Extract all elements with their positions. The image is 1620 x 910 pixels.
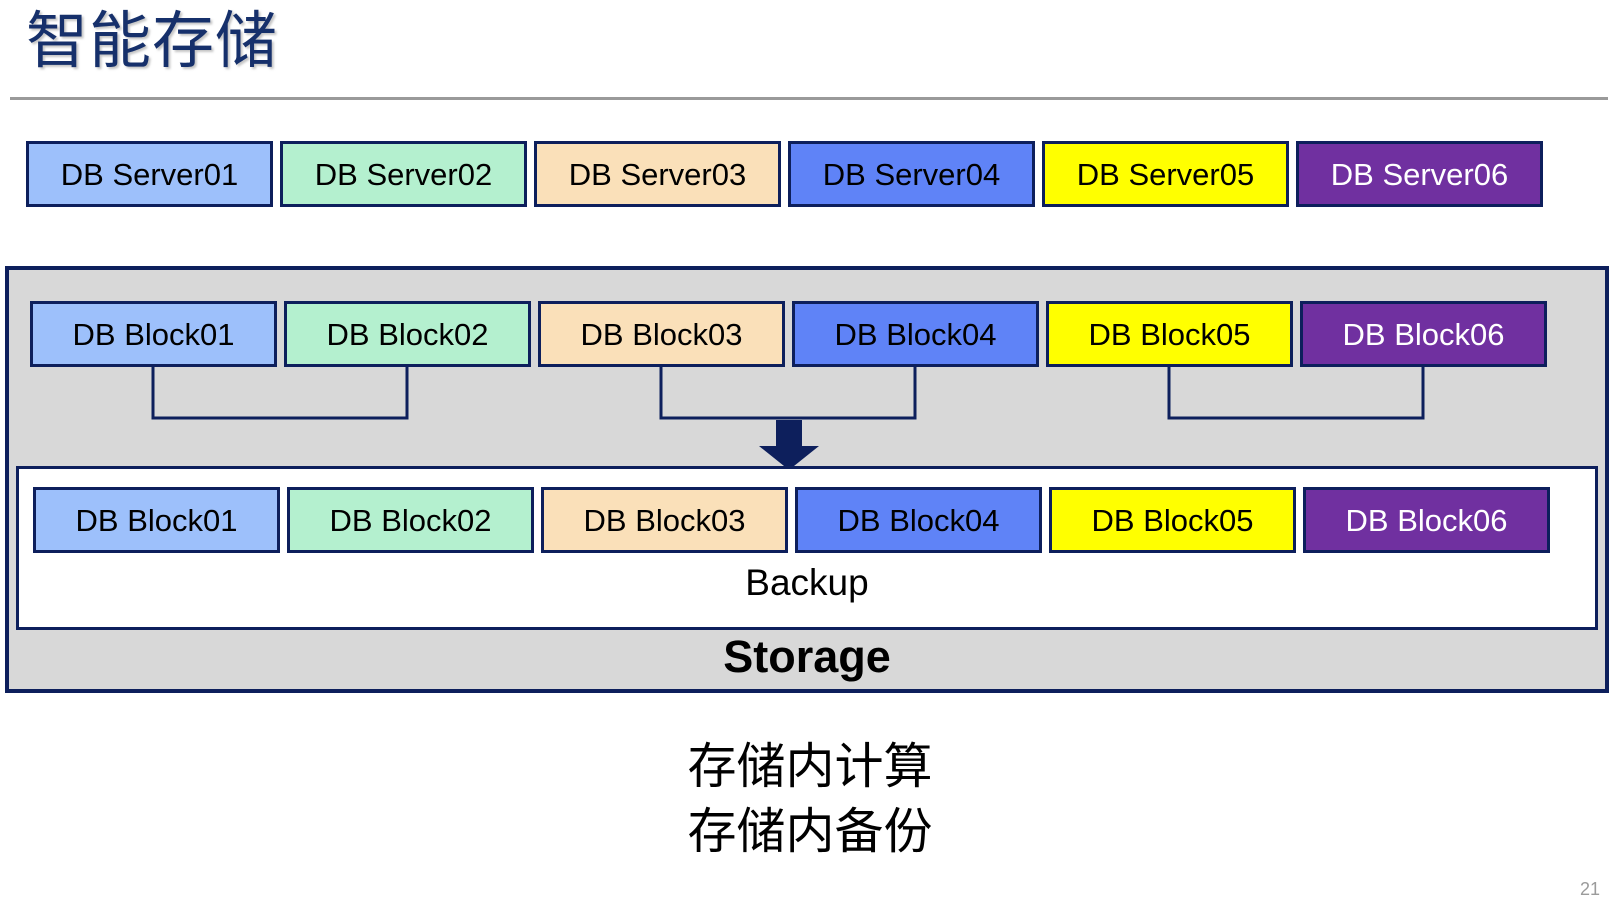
caption-line-1: 存储内计算 [687,740,933,794]
db-server-box-label: DB Server05 [1076,156,1255,192]
caption-block: 存储内计算存储内备份 [0,735,1620,865]
db-server-box-label: DB Server02 [314,156,493,192]
db-server-box-2[interactable]: DB Server02 [280,141,527,207]
db-server-box-label: DB Server01 [60,156,239,192]
down-arrow-icon [759,420,819,470]
backup-label: Backup [745,562,869,603]
db-block-bottom-box-2[interactable]: DB Block02 [287,487,534,553]
db-block-top-box-1[interactable]: DB Block01 [30,301,277,367]
db-block-bottom-box-6[interactable]: DB Block06 [1303,487,1550,553]
db-block-top-box-5[interactable]: DB Block05 [1046,301,1293,367]
title-divider [10,97,1608,100]
db-block-bottom-box-label: DB Block06 [1345,502,1508,538]
db-server-box-5[interactable]: DB Server05 [1042,141,1289,207]
db-block-top-box-4[interactable]: DB Block04 [792,301,1039,367]
db-block-top-box-label: DB Block02 [326,316,489,352]
connector-bracket-3 [1167,367,1425,420]
db-server-box-1[interactable]: DB Server01 [26,141,273,207]
db-block-top-box-label: DB Block05 [1088,316,1251,352]
db-block-bottom-box-label: DB Block01 [75,502,238,538]
db-block-bottom-box-label: DB Block05 [1091,502,1254,538]
db-block-bottom-box-label: DB Block04 [837,502,1000,538]
db-server-box-3[interactable]: DB Server03 [534,141,781,207]
db-block-bottom-box-label: DB Block02 [329,502,492,538]
db-block-top-box-label: DB Block06 [1342,316,1505,352]
db-block-bottom-box-1[interactable]: DB Block01 [33,487,280,553]
db-server-box-4[interactable]: DB Server04 [788,141,1035,207]
page-title: 智能存储 [26,7,279,76]
storage-label: Storage [723,630,891,682]
db-block-top-box-label: DB Block03 [580,316,743,352]
db-server-box-label: DB Server04 [822,156,1001,192]
db-block-top-box-label: DB Block04 [834,316,997,352]
db-block-top-box-6[interactable]: DB Block06 [1300,301,1547,367]
db-block-top-box-label: DB Block01 [72,316,235,352]
db-block-bottom-box-4[interactable]: DB Block04 [795,487,1042,553]
db-server-box-label: DB Server03 [568,156,747,192]
db-block-bottom-box-5[interactable]: DB Block05 [1049,487,1296,553]
db-block-bottom-box-label: DB Block03 [583,502,746,538]
db-block-top-box-3[interactable]: DB Block03 [538,301,785,367]
db-block-bottom-box-3[interactable]: DB Block03 [541,487,788,553]
caption-line-2: 存储内备份 [687,805,933,860]
connector-bracket-2 [659,367,917,420]
db-block-top-box-2[interactable]: DB Block02 [284,301,531,367]
backup-box: DB Block01 DB Block02 DB Block03 DB Block04… [16,466,1598,630]
page-number: 21 [1579,879,1600,899]
db-server-box-label: DB Server06 [1330,156,1509,192]
storage-container: DB Block01 DB Block02 DB Block03 DB Block04… [5,266,1609,693]
down-arrow-icon [759,420,819,470]
connector-bracket-1 [151,367,409,420]
db-server-box-6[interactable]: DB Server06 [1296,141,1543,207]
